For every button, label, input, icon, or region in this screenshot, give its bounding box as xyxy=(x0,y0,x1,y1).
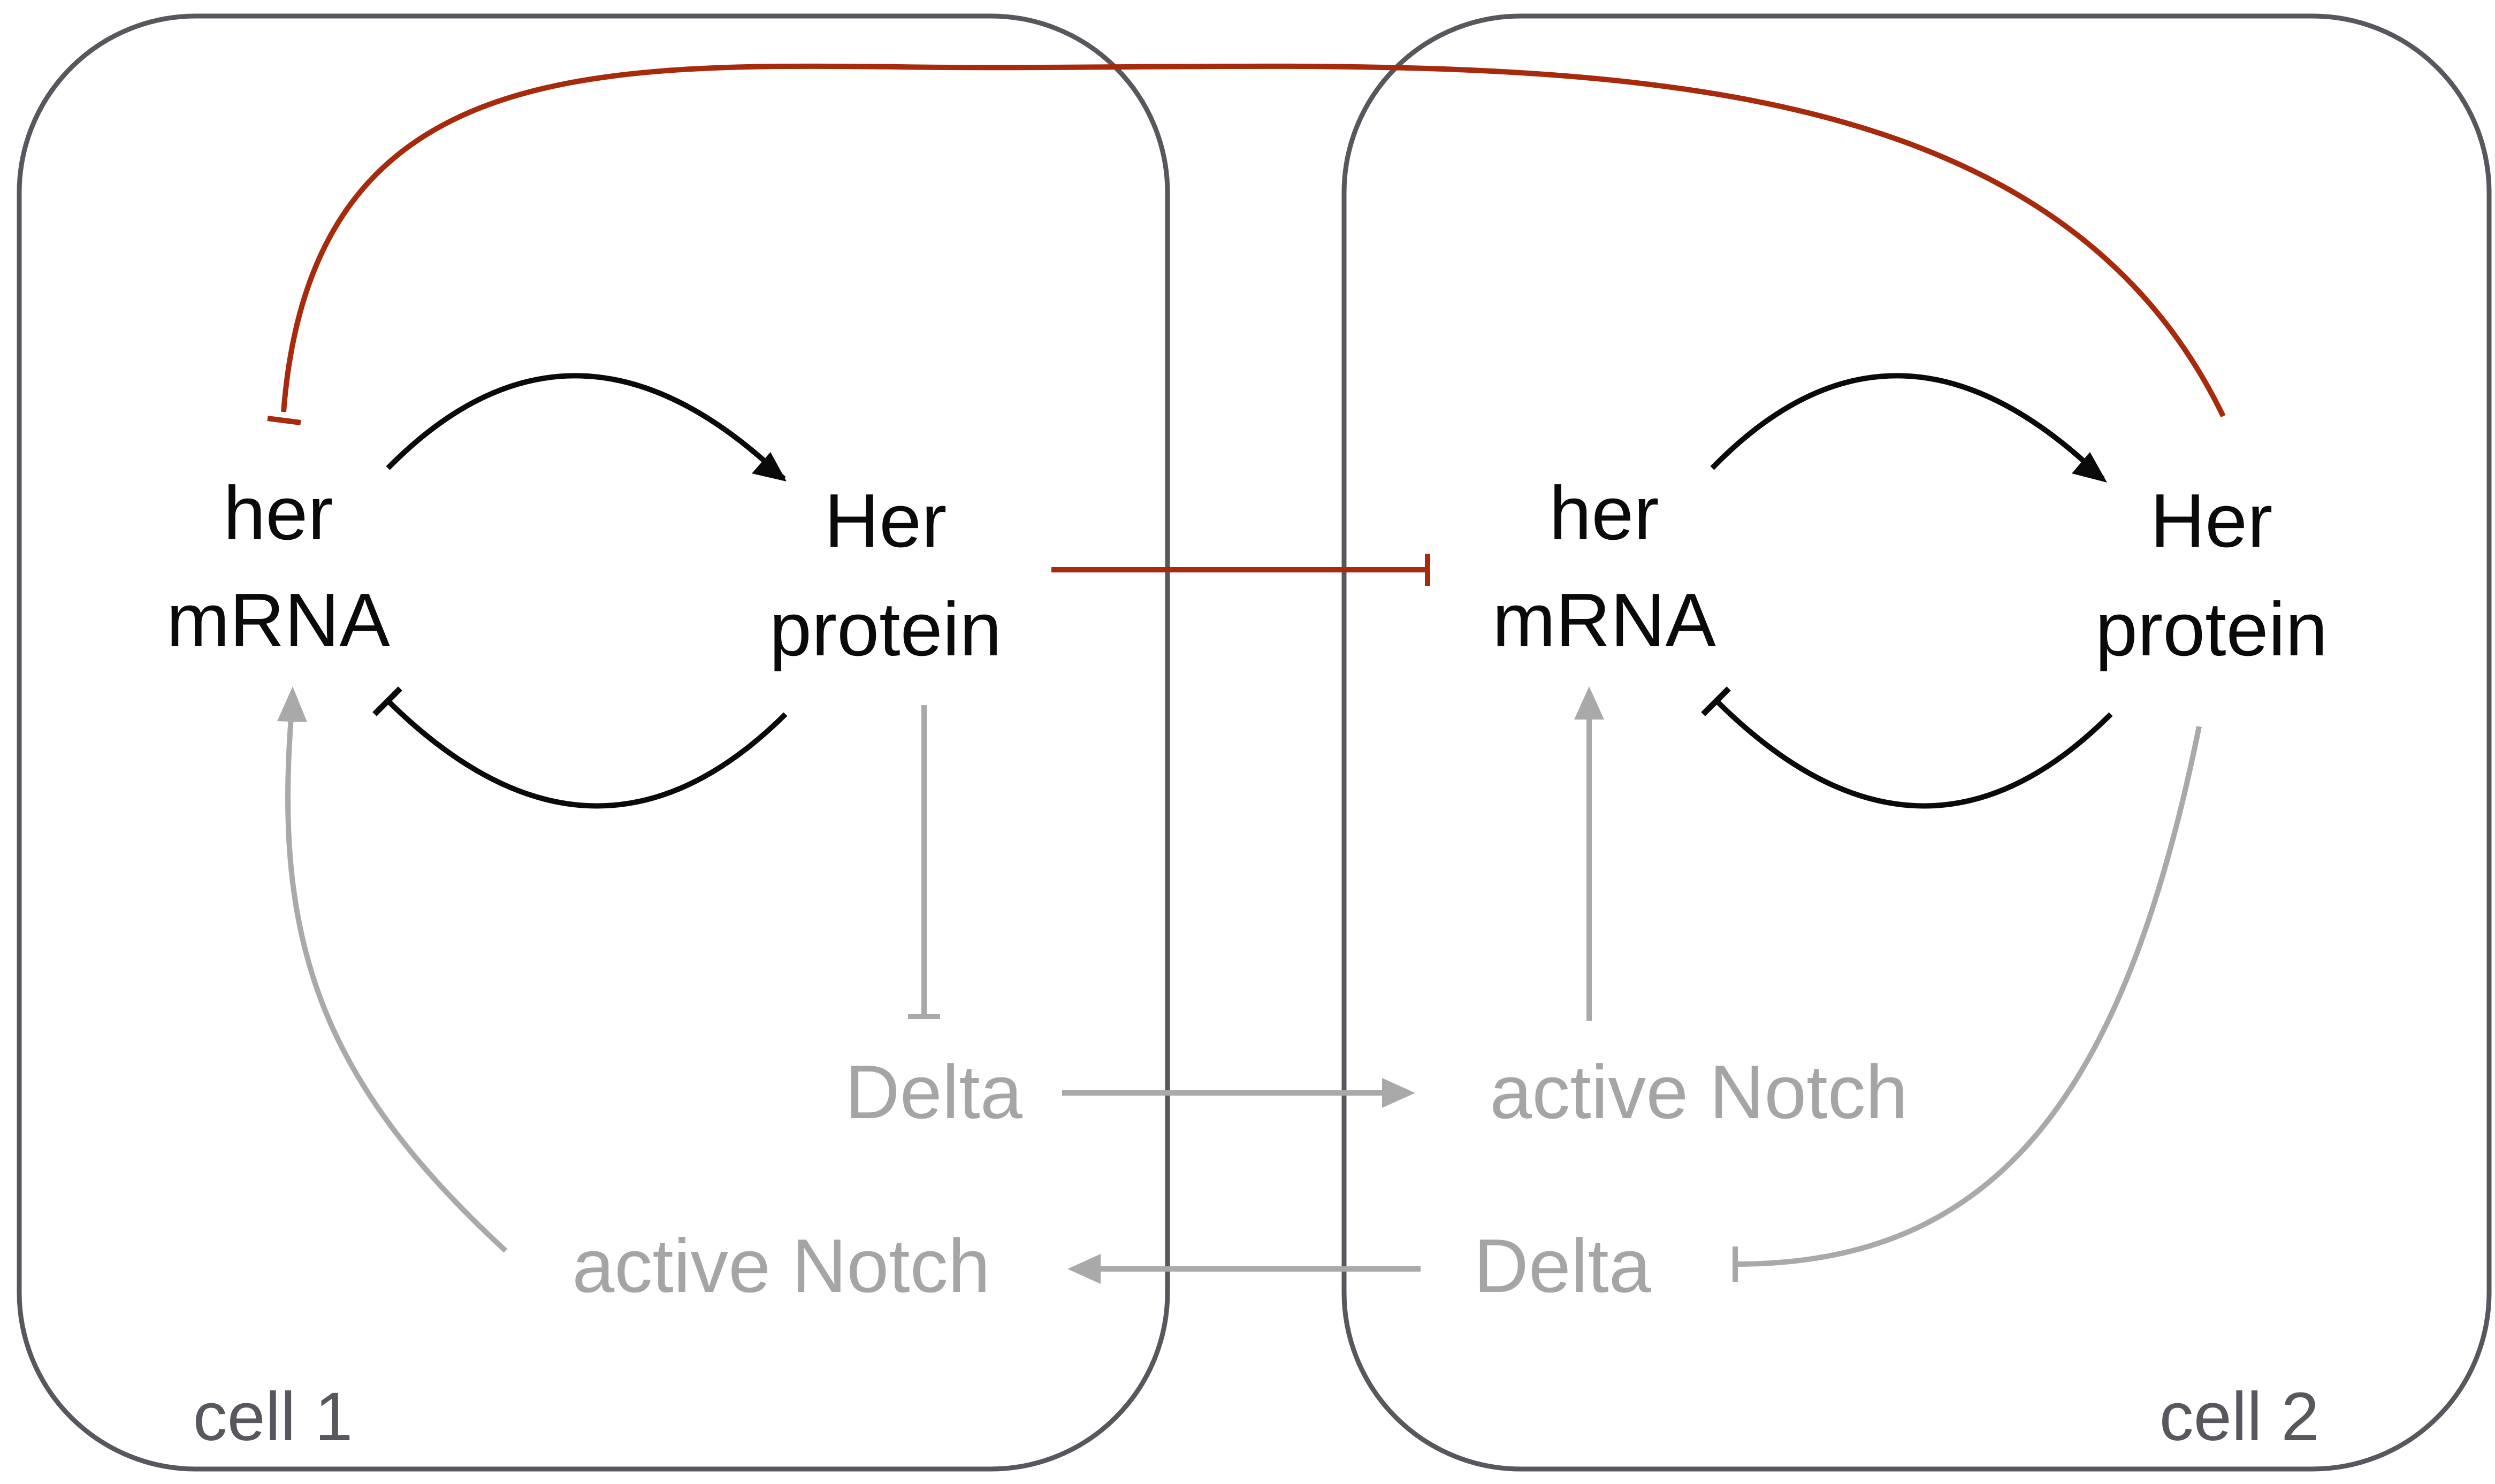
arrowhead-delta-cell1-to-notch-cell2 xyxy=(1382,1078,1415,1108)
arrowhead-notch-to-mrna-cell2 xyxy=(1574,686,1604,720)
cell-1-label: cell 1 xyxy=(193,1379,353,1455)
delta-label-cell1: Delta xyxy=(845,1050,1023,1135)
edge-protein-inhibits-mrna-cell2 xyxy=(1714,699,2113,809)
edge-mrna-to-protein-cell2 xyxy=(1710,373,2105,481)
edge-notch-to-mrna-cell1 xyxy=(285,711,508,1253)
her-protein-label-cell1-line2: protein xyxy=(769,587,1002,672)
cell-1-boundary xyxy=(17,13,1170,1472)
active-notch-label-cell1: active Notch xyxy=(572,1223,990,1309)
edge-protein-inhibits-mrna-cell1 xyxy=(386,699,788,809)
arrowhead-mrna-to-protein-cell1 xyxy=(752,452,787,481)
her-mrna-label-cell1-line2: mRNA xyxy=(166,578,390,663)
edge-protein-cell2-inhibits-mrna-cell1 xyxy=(281,63,2226,418)
cell-2-label: cell 2 xyxy=(2160,1379,2319,1455)
her-mrna-label-cell2-line2: mRNA xyxy=(1492,578,1716,663)
inhibition-bar-cell2 xyxy=(1701,686,1731,716)
inhibition-bar-cell1 xyxy=(372,686,402,716)
her-protein-label-cell2-line1: Her xyxy=(2150,478,2273,563)
edge-protein-inhibits-delta-cell2 xyxy=(1736,726,2202,1267)
her-mrna-label-cell1-line1: her xyxy=(223,471,333,556)
active-notch-label-cell2: active Notch xyxy=(1490,1050,1908,1135)
her-mrna-label-cell2-line1: her xyxy=(1549,471,1659,556)
her-protein-label-cell1-line1: Her xyxy=(825,478,947,563)
cell-2-boundary xyxy=(1341,13,2492,1472)
arrowhead-notch-to-mrna-cell1 xyxy=(277,686,307,722)
arrowhead-mrna-to-protein-cell2 xyxy=(2072,452,2107,483)
inhibition-bar-red-cell1 xyxy=(267,416,301,425)
her-protein-label-cell2-line2: protein xyxy=(2095,587,2328,672)
edge-mrna-to-protein-cell1 xyxy=(386,373,786,481)
delta-label-cell2: Delta xyxy=(1474,1223,1651,1309)
arrowhead-delta-cell2-to-notch-cell1 xyxy=(1067,1254,1101,1284)
